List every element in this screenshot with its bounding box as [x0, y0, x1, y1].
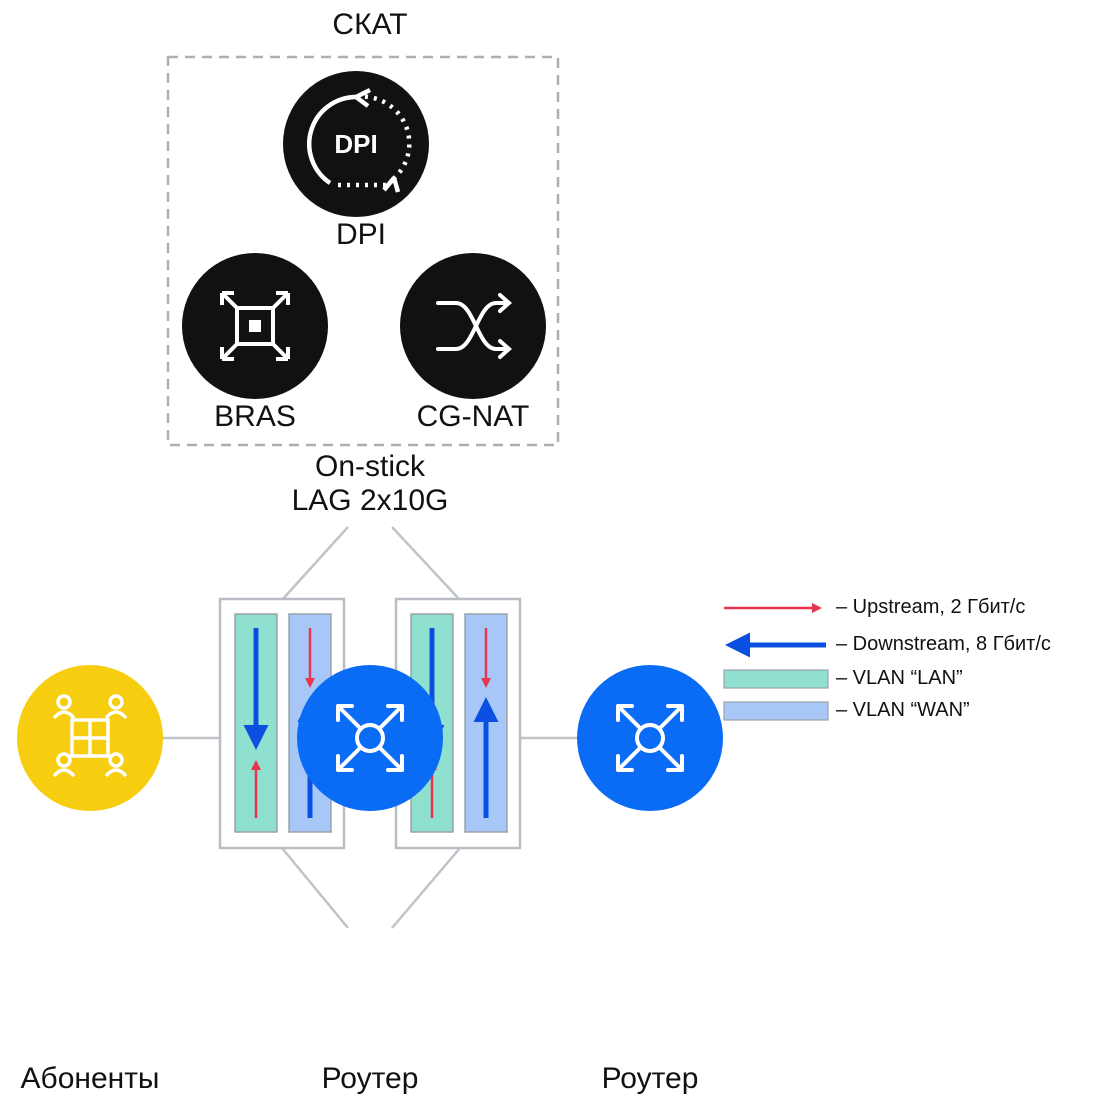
subscribers-label: Абоненты	[20, 1062, 160, 1095]
skat-title: СКАТ	[332, 8, 408, 41]
router-icon	[336, 704, 404, 772]
legend-lan-text: – VLAN “LAN”	[836, 667, 963, 689]
cgnat-label: CG-NAT	[416, 400, 530, 433]
lag-label-line1: On-stick	[314, 450, 426, 483]
legend-wan-text: – VLAN “WAN”	[836, 699, 970, 721]
subscribers-network-icon	[52, 694, 128, 778]
dpi-cycle-icon	[306, 87, 412, 193]
cgnat-node	[400, 253, 546, 399]
dpi-label: DPI	[335, 218, 387, 251]
router-icon	[616, 704, 684, 772]
dpi-inner-text: DPI	[334, 129, 377, 159]
router-second-label: Роутер	[601, 1062, 699, 1095]
legend-upstream-text: – Upstream, 2 Гбит/с	[836, 596, 1026, 618]
legend-wan-swatch	[723, 701, 829, 721]
router-main-node	[297, 665, 443, 811]
skat-container	[166, 55, 560, 447]
lag-label-line2: LAG 2x10G	[291, 484, 449, 517]
legend-downstream-text: – Downstream, 8 Гбит/с	[836, 633, 1051, 655]
bras-label: BRAS	[214, 400, 296, 433]
shuffle-icon	[436, 293, 513, 359]
legend-swatches	[723, 603, 829, 721]
bras-expand-icon	[220, 291, 290, 361]
legend-lan-swatch	[723, 669, 829, 689]
bras-node	[182, 253, 328, 399]
router-second-node	[577, 665, 723, 811]
dpi-node: DPI	[283, 71, 429, 217]
subscribers-node	[17, 665, 163, 811]
router-main-label: Роутер	[321, 1062, 419, 1095]
